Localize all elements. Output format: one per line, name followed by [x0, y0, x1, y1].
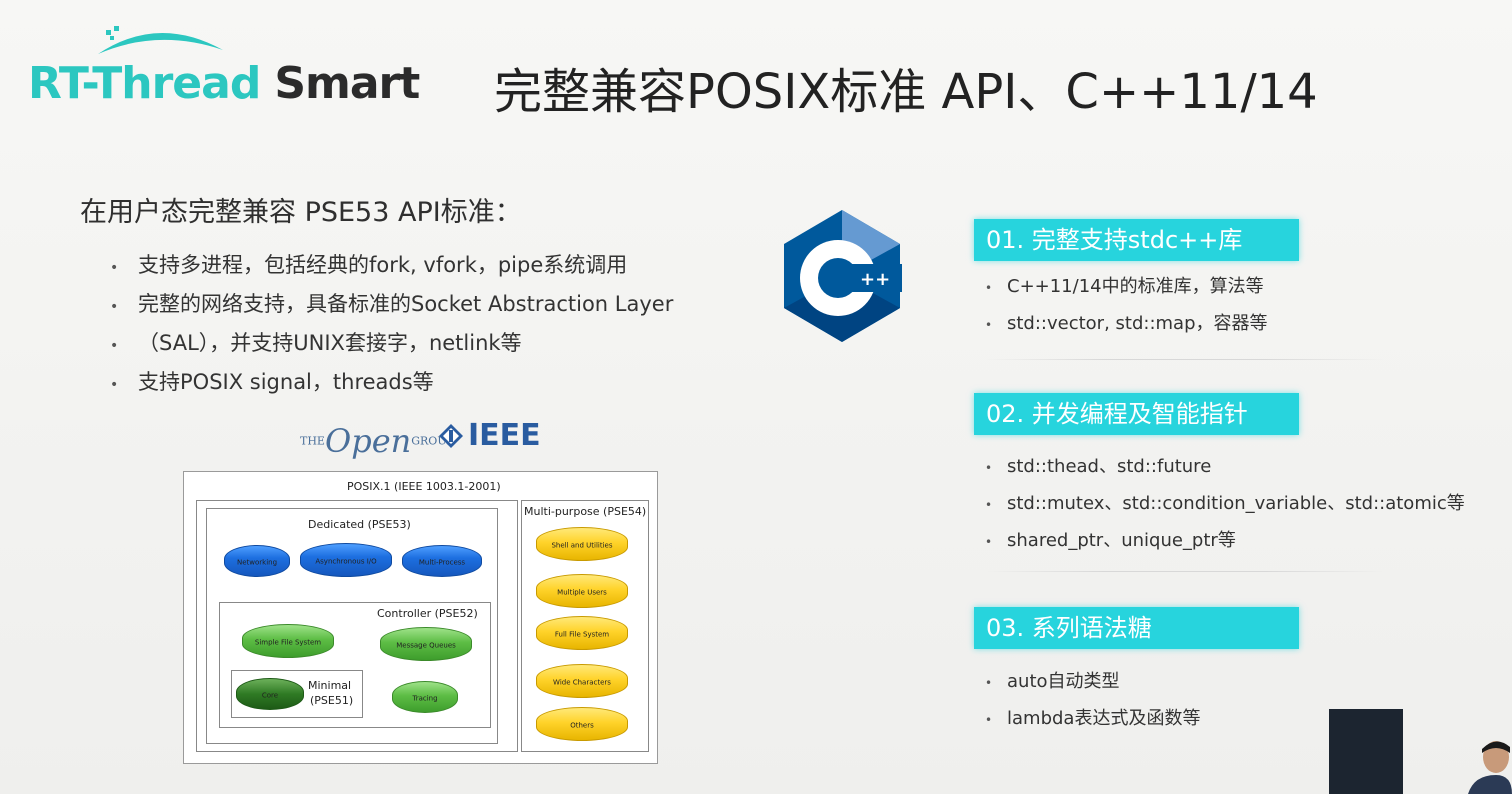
cylinder-label: Multi-Process [418, 558, 466, 567]
controller-box [219, 602, 491, 728]
logo-text: RT-Thread Smart [28, 58, 420, 109]
org-logos: THEOpenGROUP IEEE [300, 418, 560, 460]
slide-title: 完整兼容POSIX标准 API、C++11/14 [494, 64, 1318, 120]
list-item: • std::vector, std::map，容器等 [985, 305, 1268, 342]
section-item-text: std::thead、std::future [1007, 456, 1212, 477]
bullet-glyph: • [985, 318, 993, 332]
cpp-logo-suffix: ++ [860, 269, 890, 290]
open-group-name: Open [324, 422, 412, 460]
bullet-glyph: • [110, 299, 119, 315]
ieee-diamond-icon [439, 423, 463, 448]
section-item-text: shared_ptr、unique_ptr等 [1007, 530, 1236, 551]
section-list-stdcpp: •C++11/14中的标准库，算法等 •std::vector, std::ma… [985, 268, 1268, 342]
section-item-text: lambda表达式及函数等 [1007, 708, 1201, 729]
list-item: • 支持多进程，包括经典的fork, vfork，pipe系统调用 [110, 246, 673, 285]
speaker-monitor [1329, 709, 1403, 794]
cylinder-async-io: Asynchronous I/O [300, 543, 392, 577]
list-item: • 支持POSIX signal，threads等 [110, 363, 673, 402]
pse53-frame [196, 500, 518, 752]
bullet-glyph: • [985, 498, 993, 512]
list-item: • 完整的网络支持，具备标准的Socket Abstraction Layer [110, 285, 673, 324]
section-divider [985, 359, 1385, 360]
cylinder-label: Message Queues [396, 641, 456, 650]
cylinder-message-queues: Message Queues [380, 627, 472, 661]
bullet-glyph: • [985, 535, 993, 549]
open-group-logo: THEOpenGROUP [300, 422, 454, 460]
controller-label: Controller (PSE52) [377, 607, 478, 620]
list-item: • std::thead、std::future [985, 448, 1465, 485]
section-item-text: auto自动类型 [1007, 671, 1120, 692]
cylinder-shell-utilities: Shell and Utilities [536, 527, 628, 561]
cylinder-full-file-system: Full File System [536, 616, 628, 650]
section-item-text: C++11/14中的标准库，算法等 [1007, 276, 1264, 297]
feature-bullet-list: • 支持多进程，包括经典的fork, vfork，pipe系统调用 • 完整的网络支… [110, 246, 673, 402]
cpp-logo-icon: ++ [784, 210, 902, 342]
section-item-text: std::vector, std::map，容器等 [1007, 313, 1268, 334]
cylinder-tracing: Tracing [392, 681, 458, 713]
section-list-syntax-sugar: • auto自动类型 • lambda表达式及函数等 [985, 663, 1200, 737]
bullet-glyph: • [985, 281, 993, 295]
cylinder-multi-process: Multi-Process [402, 545, 482, 577]
list-item: • C++11/14中的标准库，算法等 [985, 268, 1268, 305]
bullet-glyph: • [110, 260, 119, 276]
cylinder-label: Tracing [412, 694, 438, 703]
speaker-person-icon [1468, 741, 1512, 794]
list-item: • auto自动类型 [985, 663, 1200, 700]
cylinder-wide-characters: Wide Characters [536, 664, 628, 698]
list-item: • （SAL），并支持UNIX套接字，netlink等 [110, 324, 673, 363]
ieee-logo: IEEE [438, 418, 541, 453]
list-item: • std::mutex、std::condition_variable、std:… [985, 485, 1465, 522]
posix-profile-diagram: POSIX.1 (IEEE 1003.1-2001) Dedicated (PS… [183, 471, 658, 764]
section-list-concurrency: •std::thead、std::future •std::mutex、std:… [985, 448, 1465, 559]
dedicated-label: Dedicated (PSE53) [308, 518, 411, 531]
logo-brand-secondary: Smart [274, 58, 420, 109]
minimal-label-1: Minimal [308, 679, 352, 692]
cylinder-networking: Networking [224, 545, 290, 577]
list-item: • lambda表达式及函数等 [985, 700, 1200, 737]
cylinder-label: Others [570, 721, 594, 730]
open-group-the: THE [300, 434, 325, 448]
bullet-text: 支持POSIX signal，threads等 [138, 370, 434, 394]
minimal-box [231, 670, 363, 718]
multipurpose-label: Multi-purpose (PSE54) [524, 505, 647, 518]
section-heading-concurrency: 02. 并发编程及智能指针 [974, 393, 1299, 435]
section-heading-syntax-sugar: 03. 系列语法糖 [974, 607, 1299, 649]
bullet-glyph: • [985, 461, 993, 475]
dedicated-box [206, 508, 498, 744]
intro-heading: 在用户态完整兼容 PSE53 API标准： [80, 197, 522, 228]
bullet-glyph: • [985, 713, 993, 727]
cylinder-label: Shell and Utilities [551, 541, 613, 550]
section-divider [985, 571, 1385, 572]
bullet-text: 完整的网络支持，具备标准的Socket Abstraction Layer [138, 292, 674, 316]
minimal-label-2: (PSE51) [310, 694, 354, 707]
cylinder-label: Networking [236, 558, 278, 567]
section-heading-stdcpp: 01. 完整支持stdc++库 [974, 219, 1299, 261]
bullet-glyph: • [985, 676, 993, 690]
section-item-text: std::mutex、std::condition_variable、std::… [1007, 493, 1465, 514]
diagram-outer-label: POSIX.1 (IEEE 1003.1-2001) [347, 480, 501, 493]
bullet-glyph: • [110, 338, 119, 354]
bullet-glyph: • [110, 377, 119, 393]
logo-arc-icon [98, 26, 223, 54]
bullet-text: （SAL），并支持UNIX套接字，netlink等 [138, 331, 522, 355]
cylinder-simple-file-system: Simple File System [242, 624, 334, 658]
cylinder-label: Simple File System [254, 638, 322, 647]
rt-thread-smart-logo: RT-Thread Smart [28, 20, 468, 115]
cylinder-label: Wide Characters [553, 678, 611, 687]
cylinder-label: Full File System [554, 630, 610, 639]
multipurpose-box [521, 500, 649, 752]
cylinder-label: Core [261, 691, 279, 700]
cylinder-core: Core [236, 678, 304, 710]
ieee-text: IEEE [468, 418, 541, 453]
cylinder-label: Asynchronous I/O [315, 557, 377, 566]
bullet-text: 支持多进程，包括经典的fork, vfork，pipe系统调用 [138, 253, 628, 277]
logo-brand-primary: RT-Thread [28, 58, 261, 109]
cylinder-label: Multiple Users [557, 588, 607, 597]
cylinder-multiple-users: Multiple Users [536, 574, 628, 608]
list-item: • shared_ptr、unique_ptr等 [985, 522, 1465, 559]
cylinder-others: Others [536, 707, 628, 741]
